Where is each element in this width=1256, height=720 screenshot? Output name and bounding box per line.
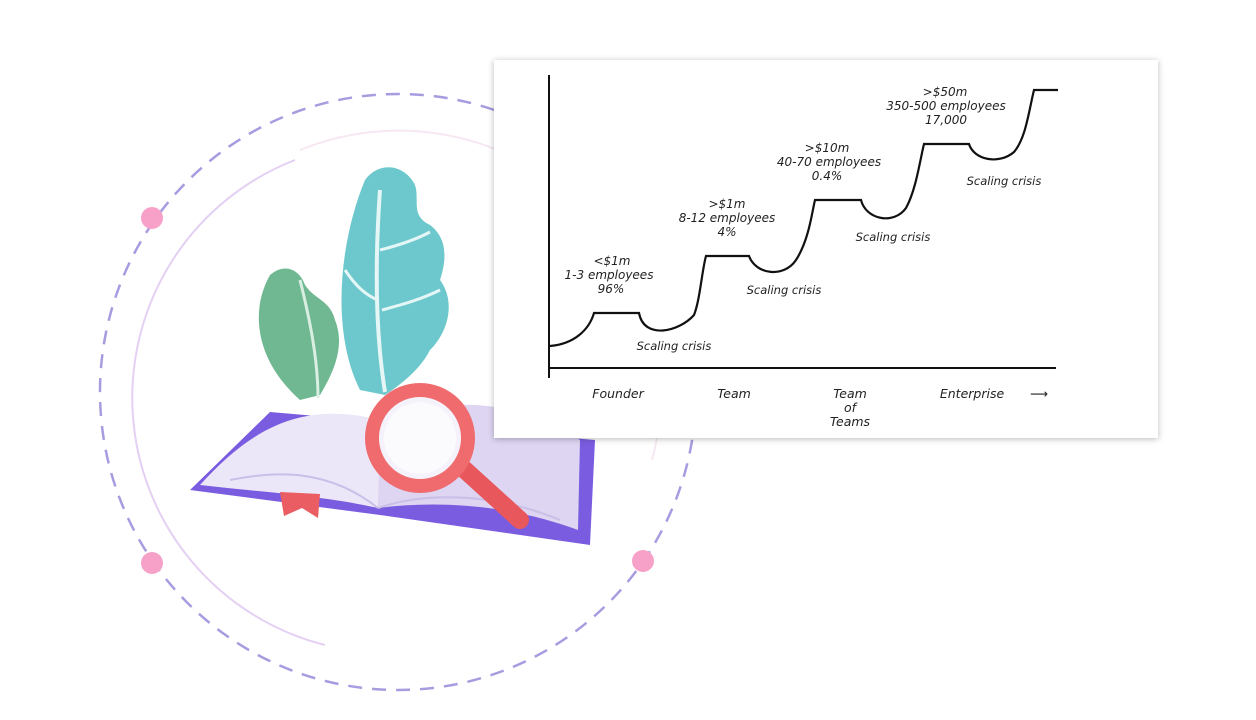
stage-founder-revenue: <$1m — [593, 254, 630, 268]
stage-team-of-teams-text: >$10m 40-70 employees 0.4% — [777, 141, 881, 183]
stage-founder-text: <$1m 1-3 employees 96% — [565, 254, 654, 296]
crisis-label-3: Scaling crisis — [856, 230, 931, 244]
stage-team-share: 4% — [717, 225, 736, 239]
growth-curve — [549, 88, 1058, 348]
inner-ring — [131, 159, 326, 646]
chart-card: <$1m 1-3 employees 96% >$1m 8-12 employe… — [494, 60, 1158, 438]
stage-tot-share: 0.4% — [812, 169, 843, 183]
stage-team-employees: 8-12 employees — [679, 211, 776, 225]
stage-tot-revenue: >$10m — [805, 141, 850, 155]
x-label-team-of-teams-2: of — [844, 400, 858, 415]
x-label-enterprise: Enterprise — [940, 386, 1005, 401]
crisis-label-4: Scaling crisis — [967, 174, 1042, 188]
x-label-team-of-teams-3: Teams — [830, 414, 871, 429]
crisis-label-2: Scaling crisis — [747, 283, 822, 297]
x-label-team: Team — [717, 386, 751, 401]
stage-ent-employees: 350-500 employees — [886, 99, 1005, 113]
crisis-label-1: Scaling crisis — [637, 339, 712, 353]
ring-dot-right — [632, 550, 654, 572]
growth-stage-chart: <$1m 1-3 employees 96% >$1m 8-12 employe… — [548, 75, 1058, 429]
ring-dot-top — [141, 207, 163, 229]
x-axis-arrow: ⟶ — [1030, 386, 1048, 401]
stage-tot-employees: 40-70 employees — [777, 155, 881, 169]
stage-enterprise-text: >$50m 350-500 employees 17,000 — [886, 85, 1005, 127]
ring-dot-left — [141, 552, 163, 574]
stage-team-revenue: >$1m — [708, 197, 745, 211]
leaves-icon — [258, 167, 449, 400]
stage-founder-share: 96% — [598, 282, 625, 296]
stage-ent-revenue: >$50m — [923, 85, 968, 99]
stage-ent-share: 17,000 — [925, 113, 967, 127]
stage-founder-employees: 1-3 employees — [565, 268, 654, 282]
x-label-founder: Founder — [592, 386, 644, 401]
stage-team-text: >$1m 8-12 employees 4% — [679, 197, 776, 239]
x-label-team-of-teams-1: Team — [833, 386, 867, 401]
magnifier-icon — [365, 383, 529, 529]
